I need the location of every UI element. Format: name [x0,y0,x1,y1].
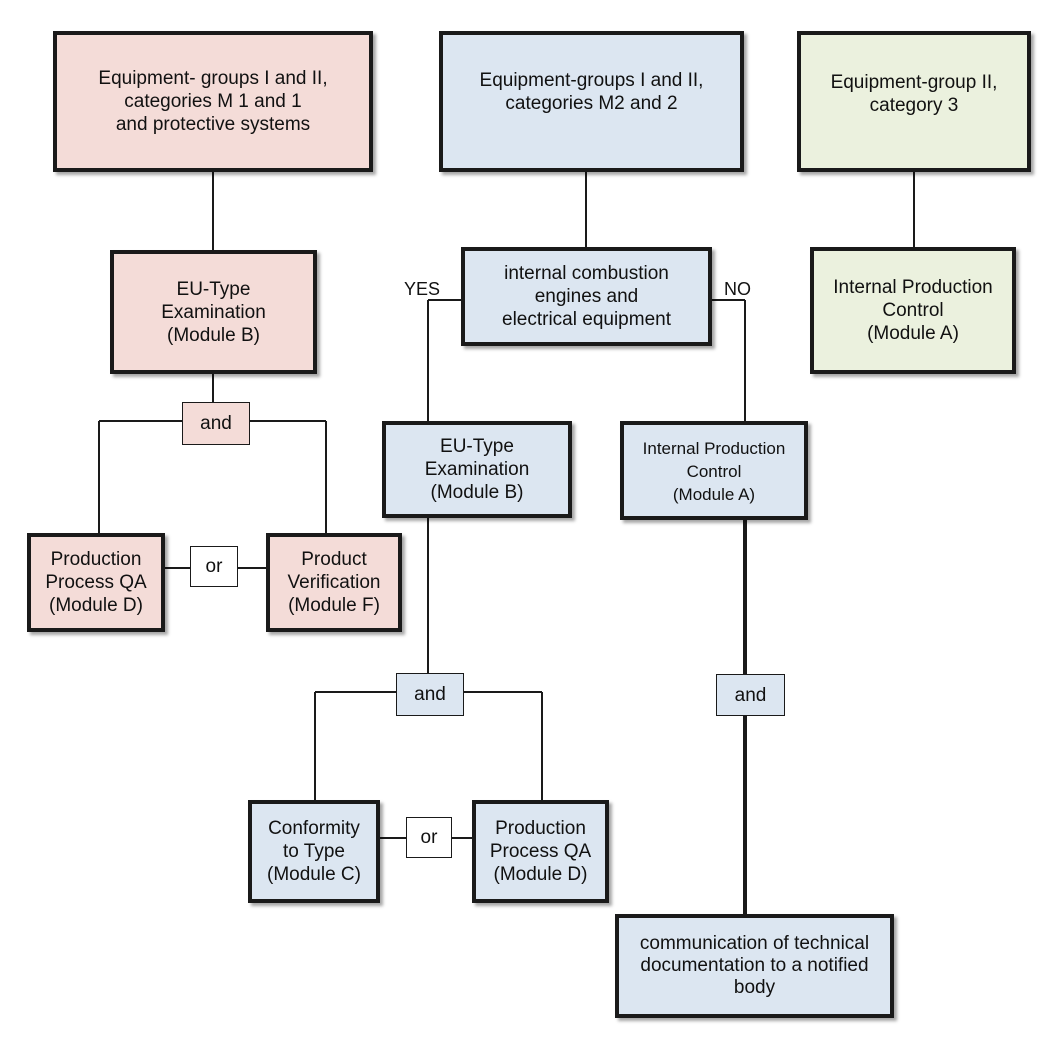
right-group-header: Equipment-group II, category 3 [797,31,1031,172]
right-internal-production-control: Internal Production Control (Module A) [810,247,1016,374]
left-production-process-qa: Production Process QA (Module D) [27,533,165,632]
middle-conformity-to-type: Conformity to Type (Module C) [248,800,380,903]
middle-internal-production-control: Internal Production Control (Module A) [620,421,808,520]
yes-label: YES [404,279,441,299]
middle-or-connector: or [406,817,452,858]
middle-and-connector-left: and [396,673,464,716]
middle-group-header: Equipment-groups I and II, categories M2… [439,31,744,172]
left-eu-type-examination: EU-Type Examination (Module B) [110,250,317,374]
left-or-connector: or [190,546,238,587]
left-product-verification: Product Verification (Module F) [266,533,402,632]
middle-production-process-qa: Production Process QA (Module D) [472,800,609,903]
no-label: NO [724,279,751,299]
middle-decision-box: internal combustion engines and electric… [461,247,712,346]
middle-and-connector-right: and [716,674,785,716]
left-group-header: Equipment- groups I and II, categories M… [53,31,373,172]
communication-notified-body: communication of technical documentation… [615,914,894,1018]
middle-eu-type-examination: EU-Type Examination (Module B) [382,421,572,518]
left-and-connector: and [182,402,250,445]
